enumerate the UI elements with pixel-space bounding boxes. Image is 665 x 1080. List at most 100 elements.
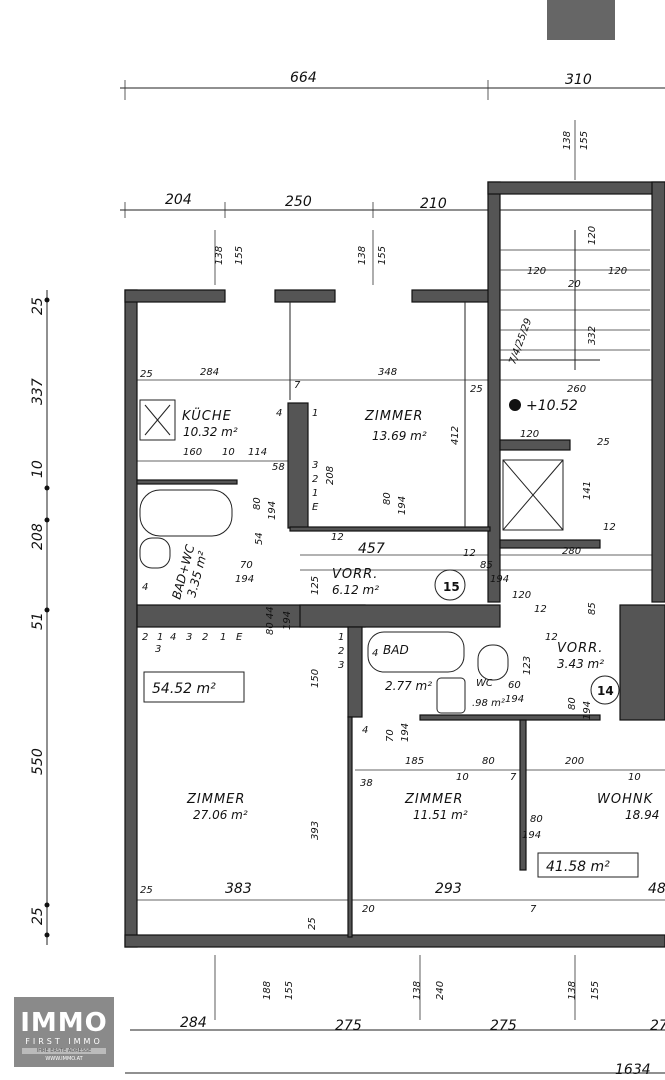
dim: 58 [272,462,285,473]
dim: 210 [420,196,447,212]
room-name-wc: WC [476,678,493,689]
dim: 293 [435,881,462,897]
dim: 85 [587,602,598,615]
flue-number: 4 [372,648,378,659]
dim: 138 [562,131,573,150]
dim: 10 [30,460,46,478]
dim: 155 [234,246,245,265]
dim: 25 [30,297,46,315]
flue-number: 2 [338,646,344,657]
dim: 194 [490,574,509,585]
dim-bottom-total: 1634 [615,1062,651,1078]
stove-icon [139,399,176,441]
dim: 138 [357,246,368,265]
dim: 260 [567,384,586,395]
logo-line1: FIRST IMMO [25,1037,103,1046]
room-area-wc: .98 m² [472,698,505,709]
flue-number: E [312,502,319,513]
dim: 275 [490,1018,517,1034]
dim: 250 [285,194,312,210]
dim-top-total: 664 [290,70,317,86]
dim: 125 [310,576,321,595]
dim: 208 [30,523,46,550]
dim: 160 [183,447,202,458]
unit-total-area: 54.52 m² [152,681,216,697]
dim: 138 [567,981,578,1000]
flue-number: 3 [155,644,161,655]
dim: 7 [510,772,517,783]
dim: 155 [377,246,388,265]
room-area-kitchen: 10.32 m² [183,425,238,439]
dim: 7 [530,904,537,915]
flue-number: 1 [312,408,318,419]
room-name-bath: BAD [383,643,409,657]
bathtub-icon [367,631,465,673]
dim: 10 [628,772,641,783]
toilet-icon [477,644,509,681]
dim: 120 [587,226,598,245]
logo-brand: IMMO [20,1008,108,1038]
dim: 12 [545,632,558,643]
unit15-marker [434,569,466,601]
room-area: 13.69 m² [372,429,427,443]
room-name-kitchen: KÜCHE [182,407,232,424]
flue-number: 1 [220,632,226,643]
dim: 7 [294,380,301,391]
dim: 383 [225,881,252,897]
dim: 188 [262,981,273,1000]
dim: 120 [608,266,627,277]
dim: 25 [307,917,318,930]
stair-treads-icon [500,230,650,370]
room-area: 27.06 m² [193,808,248,822]
dim: 80 [530,814,543,825]
logo-slogan: IHRE ERSTE ADRESSE [22,1048,106,1054]
unit15-area-box [143,671,245,703]
dim: 194 [267,501,278,520]
dim: 25 [30,907,46,925]
flue-number: 2 [202,632,208,643]
dim: 27 [650,1018,665,1034]
unit-number: 14 [597,684,614,698]
flue-number: 1 [312,488,318,499]
dim: 284 [200,367,219,378]
dim: 123 [522,656,533,675]
bathtub-icon [139,489,233,537]
washbasin-icon [436,677,466,714]
dim: 208 [325,466,336,485]
dim: 185 [405,756,424,767]
flue-number: 3 [312,460,318,471]
washbasin-icon [139,537,171,569]
fixtures [139,230,650,878]
level-label: +10.52 [526,398,578,414]
dim: 348 [378,367,397,378]
dim: 114 [248,447,267,458]
room-labels: KÜCHE 10.32 m² ZIMMER 13.69 m² BAD+WC 3.… [152,407,659,875]
dim: 38 [360,778,373,789]
dim: 70 [385,729,396,742]
room-area: 11.51 m² [413,808,468,822]
dim: 120 [527,266,546,277]
room-name-hall: VORR. [557,641,603,656]
flue-number: 4 [170,632,176,643]
dim: 204 [165,192,192,208]
level-marker-icon [509,399,521,411]
flue-number: 1 [157,632,163,643]
dim: 138 [214,246,225,265]
company-logo: IMMO FIRST IMMO IHRE ERSTE ADRESSE WWW.I… [14,997,114,1067]
dim: 25 [140,885,153,896]
dim: 10 [456,772,469,783]
dim: 7/4/25/29 [507,317,534,366]
flue-number: E [236,632,243,643]
room-name: ZIMMER [364,409,423,424]
flue-number: 4 [362,725,368,736]
dim: 120 [512,590,531,601]
dim: 194 [397,496,408,515]
dim: 80 44 [265,606,276,635]
dim: 25 [597,437,610,448]
dim: 12 [463,548,476,559]
dim: 12 [534,604,547,615]
dim: 138 [412,981,423,1000]
room-area-bath: 2.77 m² [385,679,432,693]
scan-artifact [547,0,615,40]
